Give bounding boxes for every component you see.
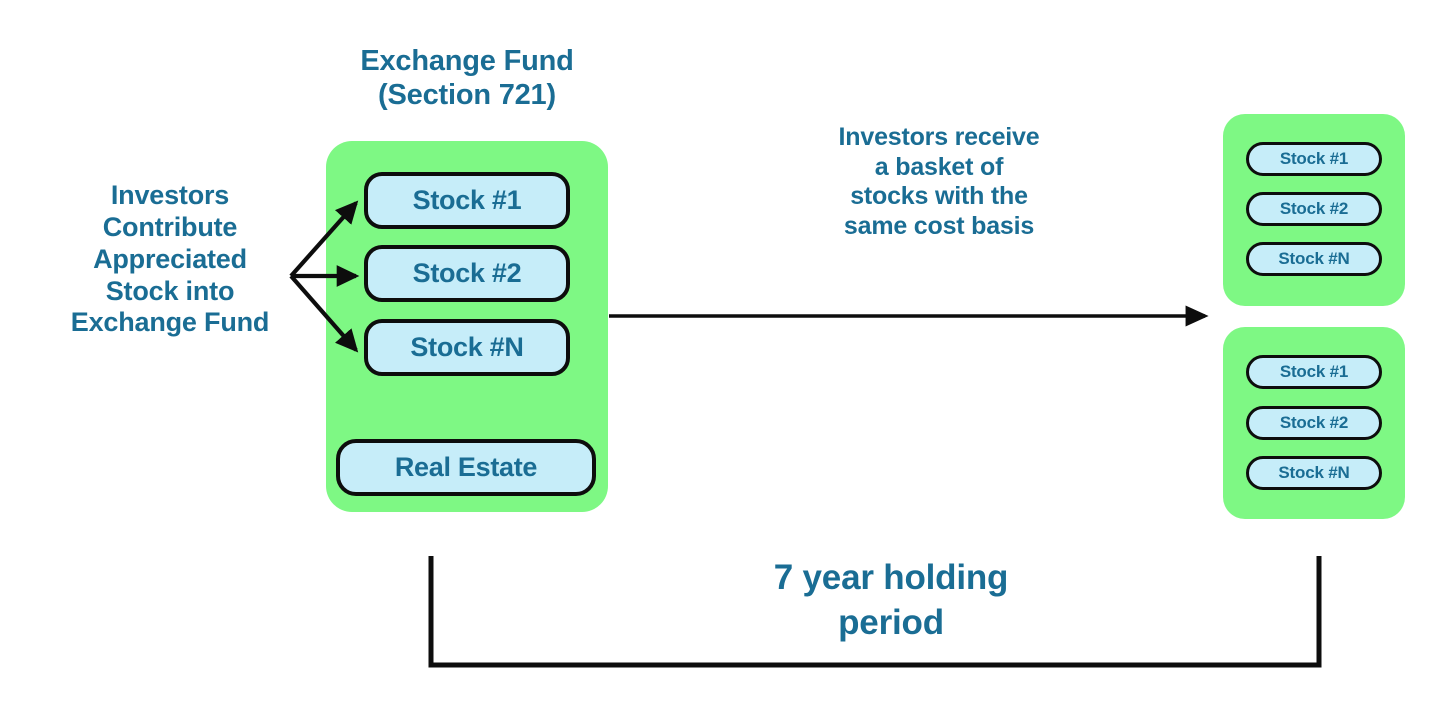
holding-period-label: 7 year holding period [773,558,1009,642]
basket-bottom-pill-stock-2: Stock #2 [1246,406,1382,440]
fund-stock-box-n: Stock #N [364,319,570,376]
basket-top-pill-stock-1: Stock #1 [1246,142,1382,176]
basket-bottom-pill-stock-n: Stock #N [1246,456,1382,490]
basket-top-pill-stock-2: Stock #2 [1246,192,1382,226]
fund-stock-box-1: Stock #1 [364,172,570,229]
fund-real-estate-box: Real Estate [336,439,596,496]
fund-stock-box-2: Stock #2 [364,245,570,302]
investors-contribute-label: Investors Contribute Appreciated Stock i… [70,180,270,338]
exchange-fund-title: Exchange Fund (Section 721) [360,45,574,112]
basket-bottom-pill-stock-1: Stock #1 [1246,355,1382,389]
basket-top-pill-stock-n: Stock #N [1246,242,1382,276]
investors-receive-label: Investors receive a basket of stocks wit… [838,123,1040,240]
